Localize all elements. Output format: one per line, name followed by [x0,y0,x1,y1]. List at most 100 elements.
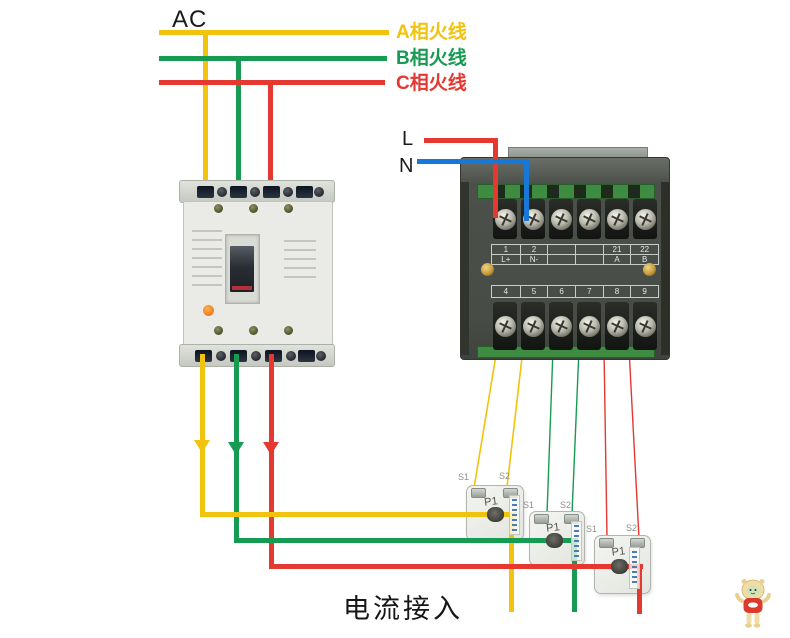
screw-icon [634,208,656,230]
phase-b-bus-wire [159,56,387,61]
ct-s1-label: S1 [586,524,598,534]
screw-icon [216,351,226,361]
load-wire-a-horizontal [200,512,516,517]
terminal-number: 22 [630,245,658,254]
screw-icon [251,351,261,361]
breaker-trip-indicator [203,305,214,316]
flow-arrow-c-icon [263,442,279,455]
ct-s2-label: S2 [499,471,511,481]
breaker-terminal-slot [296,186,313,198]
screw-icon [522,315,544,337]
meter-terminal-8b [605,302,629,350]
ct-s2-label: S2 [560,500,572,510]
screw-icon [217,187,227,197]
live-wire-vertical [493,138,498,218]
neutral-wire-horizontal [417,159,529,164]
terminal-number: 8 [602,286,631,297]
terminal-number-row: 1 2 21 22 [491,244,659,255]
screw-icon [314,187,324,197]
screw-icon [284,326,293,335]
screw-icon [214,326,223,335]
load-wire-b-exit [572,538,577,612]
meter-terminal-4 [577,199,601,239]
meter-terminal-1 [493,199,517,239]
mount-screw-icon [643,263,656,276]
phase-a-bus-wire [159,30,389,35]
terminal-number: 21 [602,245,631,254]
screw-icon [286,351,296,361]
screw-icon [250,187,260,197]
mount-screw-icon [481,263,494,276]
diagram-caption: 电流接入 [343,594,463,624]
power-meter: 1 2 21 22 L+ N- A B 4 5 6 7 [460,157,670,360]
screw-icon [214,204,223,213]
screw-icon [283,187,293,197]
terminal-number [574,245,603,254]
ct-center-hole [546,533,563,548]
screw-icon [494,208,516,230]
ct-side-label-strip [571,521,582,561]
load-wire-a-vertical [200,354,205,516]
terminal-number: 6 [547,286,575,297]
neutral-label: N [399,155,414,177]
ct-center-hole [611,559,628,574]
terminal-name [547,255,575,264]
meter-terminal-5b [521,302,545,350]
terminal-name: N- [519,255,548,264]
screw-icon [550,208,572,230]
ac-source-label: AC [172,6,208,33]
meter-pcb-strip [477,184,655,199]
screw-icon [634,315,656,337]
load-wire-a-exit [509,512,514,612]
load-wire-c-vertical [269,354,274,568]
terminal-name-row: L+ N- A B [491,255,659,265]
ct-side-label-strip [509,495,520,535]
terminal-number: 4 [503,287,509,296]
meter-terminal-7b [577,302,601,350]
mascot-logo [735,579,771,628]
terminal-number-row: 4 5 6 7 8 9 [491,285,659,298]
meter-top-terminal-table: 1 2 21 22 L+ N- A B [491,244,659,265]
phase-b-drop-wire [236,58,241,191]
meter-terminal-3 [549,199,573,239]
terminal-number: 2 [519,245,548,254]
screw-icon [494,315,516,337]
flow-arrow-b-icon [228,442,244,455]
ct-s1-label: S1 [523,500,535,510]
terminal-number [547,245,575,254]
ct-s1-label: S1 [458,472,470,482]
screw-icon [249,326,258,335]
meter-terminal-9b [633,302,657,350]
breaker-top-terminal-cap [179,180,335,203]
load-wire-c-exit [637,564,642,614]
meter-bottom-terminal-row [491,300,659,352]
phase-a-label: A相火线 [396,22,467,43]
ct-side-label-strip [629,547,640,589]
terminal-name: A [602,255,631,264]
terminal-name [574,255,603,264]
neutral-wire-vertical [524,159,529,221]
terminal-number: 7 [574,286,603,297]
terminal-name: L+ [501,255,511,264]
breaker-toggle-handle[interactable] [230,246,254,292]
ct-s2-label: S2 [626,523,638,533]
phase-a-drop-wire [203,32,208,191]
meter-terminal-4b [493,302,517,350]
load-wire-b-horizontal [234,538,578,543]
phase-c-bus-wire [159,80,385,85]
screw-icon [249,204,258,213]
breaker-print-text [192,230,222,286]
load-wire-c-horizontal [269,564,643,569]
meter-terminal-6b [549,302,573,350]
breaker-terminal-slot [197,186,214,198]
breaker-body [183,201,333,346]
screw-icon [578,315,600,337]
phase-c-label: C相火线 [396,73,467,94]
ct-center-hole [487,507,504,522]
ct-s1-terminal [471,488,486,498]
screw-icon [550,315,572,337]
breaker-terminal-slot [263,186,280,198]
meter-terminal-22 [633,199,657,239]
